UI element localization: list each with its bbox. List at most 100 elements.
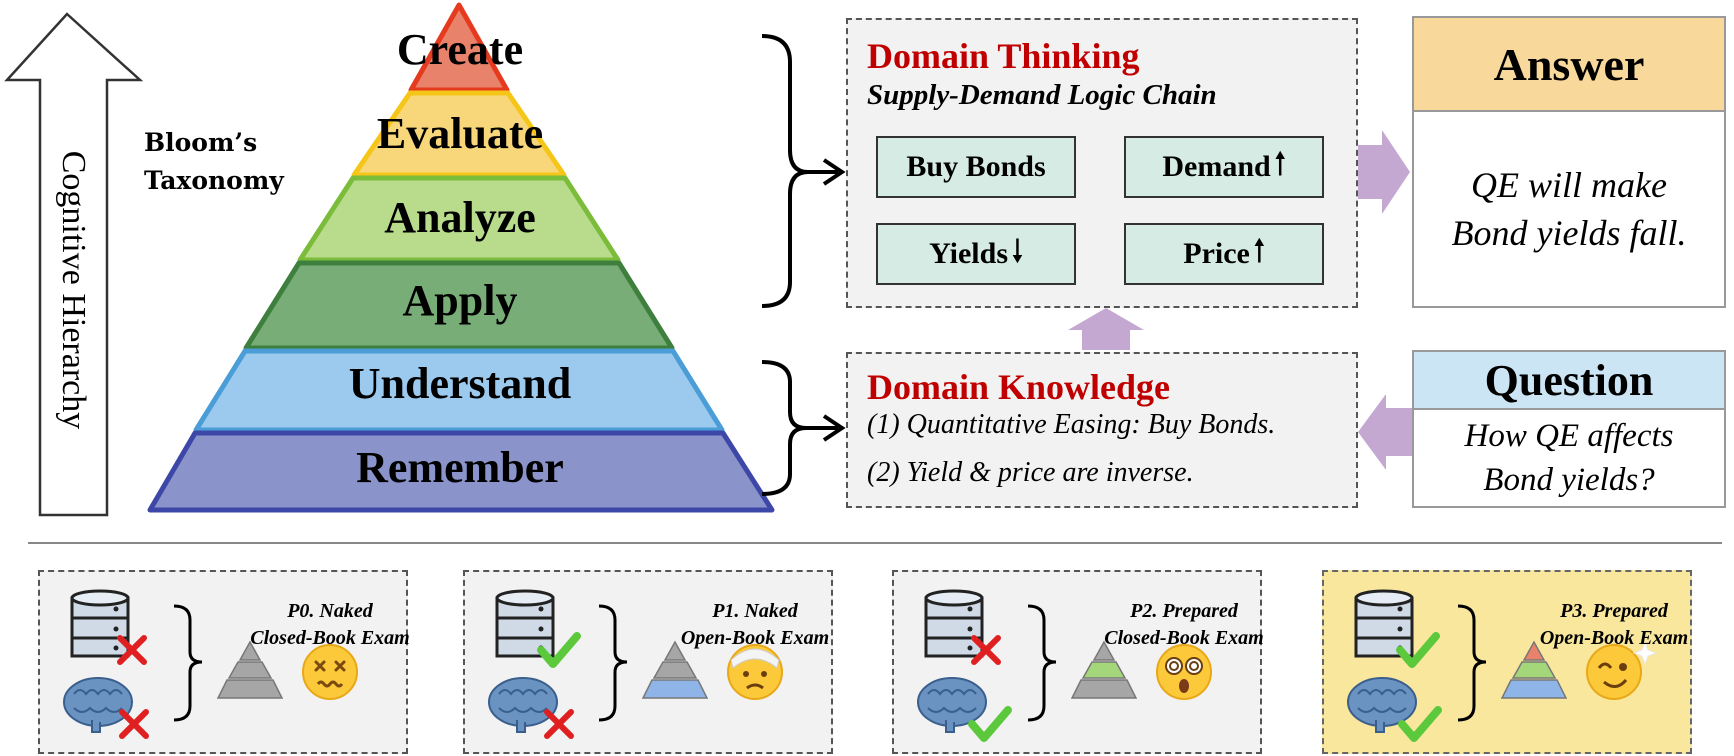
- brain-icon: [63, 677, 133, 733]
- face-emoji-icon: [302, 644, 358, 700]
- database-icon: [1354, 589, 1414, 658]
- price-label: Price: [1183, 237, 1250, 270]
- checkmark-icon: [537, 632, 581, 668]
- answer-panel: Answer QE will make Bond yields fall.: [1412, 16, 1726, 308]
- pyramid-level-remember: [147, 430, 775, 513]
- flow-buy-bonds: Buy Bonds: [876, 136, 1076, 198]
- flow-demand: Demand 🠑: [1124, 136, 1324, 198]
- checkmark-icon: [1396, 632, 1440, 668]
- yields-label: Yields: [929, 237, 1008, 270]
- cognitive-hierarchy-arrow: [4, 12, 144, 517]
- mini-pyramid-icon: [1070, 640, 1138, 699]
- scenario-brace: [173, 604, 203, 722]
- scenario-brace: [1457, 604, 1487, 722]
- flow-price: Price 🠑: [1124, 223, 1324, 285]
- buy-bonds-label: Buy Bonds: [906, 150, 1046, 183]
- scenario-label: P0. Naked Closed-Book Exam: [240, 598, 420, 652]
- database-icon: [924, 589, 984, 658]
- up-arrow-icon: 🠑: [1253, 233, 1265, 269]
- mini-pyramid-icon: [641, 640, 709, 699]
- connector-overlay: [761, 34, 1412, 496]
- scenario-brace: [1027, 604, 1057, 722]
- face-emoji-icon: [1156, 644, 1212, 700]
- knowledge-line1: (1) Quantitative Easing: Buy Bonds.: [867, 409, 1276, 440]
- pyramid-level-evaluate: [351, 90, 567, 178]
- question-panel: Question How QE affects Bond yields?: [1412, 350, 1726, 508]
- scenario-subtitle: Open-Book Exam: [1539, 627, 1689, 649]
- mini-pyramid-icon: [216, 640, 284, 699]
- question-body: How QE affects Bond yields?: [1414, 410, 1724, 506]
- question-header-label: Question: [1484, 355, 1654, 405]
- knowledge-line2: (2) Yield & price are inverse.: [867, 457, 1194, 488]
- scenario-panel-p1: P1. Naked Open-Book Exam: [463, 570, 833, 754]
- upper-brace: [761, 34, 809, 308]
- blooms-taxonomy-label: Bloom’s Taxonomy: [144, 124, 284, 200]
- checkmark-icon: [1398, 706, 1442, 742]
- scenario-panel-p2: P2. Prepared Closed-Book Exam: [892, 570, 1264, 754]
- scenario-title: P2. Prepared: [1130, 600, 1238, 622]
- flow-yields: Yields 🠓: [876, 223, 1076, 285]
- level-create-label: Create: [396, 25, 524, 74]
- cross-icon: [117, 635, 147, 665]
- answer-body: QE will make Bond yields fall.: [1414, 112, 1724, 306]
- domain-knowledge-title: Domain Knowledge: [867, 367, 1171, 407]
- answer-line2: Bond yields fall.: [1451, 213, 1687, 253]
- level-remember-label: Remember: [356, 443, 564, 492]
- up-arrow-icon: 🠑: [1274, 146, 1286, 182]
- cross-icon: [544, 709, 574, 739]
- scenario-title: P3. Prepared: [1560, 600, 1668, 622]
- checkmark-icon: [968, 706, 1012, 742]
- scenario-graphic: [917, 589, 1212, 742]
- scenario-brace: [598, 604, 628, 722]
- database-icon: [70, 589, 130, 658]
- pyramid-level-apply: [243, 260, 675, 351]
- brain-icon: [917, 677, 987, 733]
- scenario-title: P0. Naked: [287, 600, 373, 622]
- pyramid-level-analyze: [297, 175, 621, 263]
- pyramid-level-create: [408, 2, 510, 93]
- scenario-subtitle: Closed-Book Exam: [1104, 627, 1264, 649]
- scenario-label: P2. Prepared Closed-Book Exam: [1094, 598, 1274, 652]
- purple-arrow-from-question: [1358, 394, 1412, 470]
- question-header: Question: [1414, 352, 1724, 410]
- section-divider: [28, 542, 1722, 544]
- brain-icon: [488, 677, 558, 733]
- face-emoji-icon: [1586, 640, 1658, 700]
- database-icon: [495, 589, 555, 658]
- demand-label: Demand: [1162, 150, 1271, 183]
- domain-knowledge-box: [846, 352, 1358, 508]
- down-arrow-icon: 🠓: [1012, 233, 1023, 269]
- mini-pyramid-icon: [1500, 640, 1568, 699]
- purple-arrow-up: [1068, 308, 1144, 350]
- level-analyze-label: Analyze: [384, 193, 536, 242]
- domain-thinking-title: Domain Thinking: [867, 36, 1140, 76]
- answer-line1: QE will make: [1471, 165, 1667, 205]
- bloom-pyramid: [147, 2, 775, 513]
- scenario-label: P3. Prepared Open-Book Exam: [1524, 598, 1704, 652]
- scenario-graphic: [63, 589, 358, 739]
- domain-thinking-subtitle: Supply-Demand Logic Chain: [867, 79, 1217, 111]
- taxonomy-line1: Bloom’s: [144, 128, 258, 157]
- level-apply-label: Apply: [402, 276, 518, 325]
- level-understand-label: Understand: [348, 359, 572, 408]
- cross-icon: [971, 635, 1001, 665]
- answer-header: Answer: [1414, 18, 1724, 112]
- scenario-panel-p0: P0. Naked Closed-Book Exam: [38, 570, 410, 754]
- pyramid-level-understand: [193, 348, 725, 433]
- lower-brace: [761, 360, 807, 496]
- scenario-subtitle: Closed-Book Exam: [250, 627, 410, 649]
- question-line2: Bond yields?: [1483, 462, 1655, 498]
- face-emoji-icon: [727, 644, 783, 700]
- taxonomy-line2: Taxonomy: [144, 166, 284, 195]
- question-line1: How QE affects: [1464, 418, 1674, 454]
- scenario-label: P1. Naked Open-Book Exam: [665, 598, 845, 652]
- answer-header-label: Answer: [1493, 38, 1645, 90]
- level-evaluate-label: Evaluate: [376, 109, 544, 158]
- purple-arrow-to-answer: [1356, 130, 1410, 214]
- scenario-title: P1. Naked: [712, 600, 798, 622]
- scenario-graphic: [1347, 589, 1658, 742]
- scenario-graphic: [488, 589, 783, 739]
- brain-icon: [1347, 677, 1417, 733]
- cross-icon: [119, 709, 149, 739]
- scenario-panel-p3: P3. Prepared Open-Book Exam: [1322, 570, 1692, 754]
